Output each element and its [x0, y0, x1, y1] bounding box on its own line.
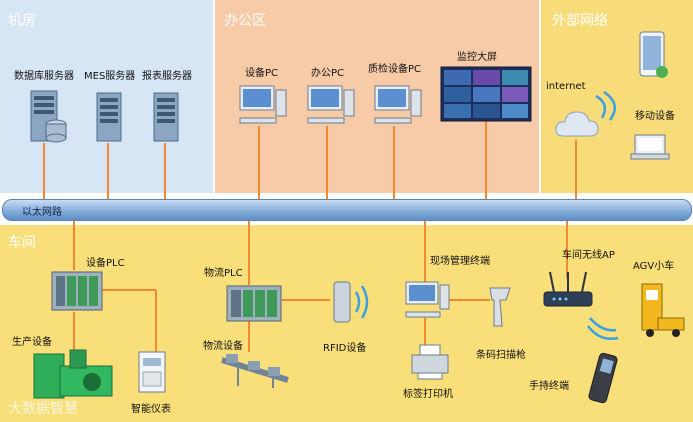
handheld-icon: [588, 352, 618, 404]
pc-icon: [239, 85, 287, 124]
device-pc-label: 设备PC: [245, 68, 279, 79]
logistics-equipment-label: 物流设备: [203, 341, 243, 352]
plc-icon: [51, 271, 103, 311]
db-server-label: 数据库服务器: [14, 71, 74, 82]
mes-server-label: MES服务器: [84, 71, 136, 82]
production-equipment-label: 生产设备: [12, 337, 52, 348]
server-room-title: 机房: [8, 13, 36, 29]
watermark: 大数据智慧: [8, 401, 78, 417]
external-network-title: 外部网络: [552, 13, 608, 29]
server-icon: [153, 92, 179, 142]
wifi-icon: [587, 317, 619, 340]
cloud-icon: [555, 111, 599, 137]
qc-pc-label: 质检设备PC: [368, 64, 422, 75]
rfid-device-label: RFID设备: [323, 343, 367, 354]
barcode-scanner-label: 条码扫描枪: [476, 350, 526, 361]
site-terminal-label: 现场管理终端: [430, 256, 490, 267]
router-icon: [543, 271, 593, 307]
smart-meter-label: 智能仪表: [131, 404, 171, 415]
barcode-scanner-icon: [489, 287, 511, 327]
report-server-label: 报表服务器: [142, 71, 192, 82]
laptop-icon: [630, 134, 670, 160]
agv-label: AGV小车: [633, 261, 675, 272]
mobile-device-label: 移动设备: [635, 111, 675, 122]
plc-icon: [226, 285, 282, 322]
meter-icon: [138, 351, 166, 393]
conveyor-icon: [221, 354, 289, 388]
rfid-reader-icon: [333, 281, 369, 323]
workshop-title: 车间: [8, 235, 36, 251]
phone-icon: [639, 31, 668, 78]
internet-label: internet: [546, 81, 586, 92]
printer-icon: [411, 344, 449, 380]
office-title: 办公区: [224, 13, 266, 29]
wifi-icon: [595, 90, 617, 121]
wireless-ap-label: 车间无线AP: [562, 250, 615, 261]
pc-icon: [405, 281, 450, 318]
ethernet-bus-label: 以太网路: [22, 207, 62, 218]
logistics-plc-label: 物流PLC: [204, 268, 243, 279]
monitor-wall-icon: [440, 66, 532, 122]
machine-icon: [33, 349, 113, 399]
ethernet-bus: [2, 199, 692, 221]
server-icon: [30, 90, 67, 143]
zone-external: [541, 0, 693, 193]
pc-icon: [374, 85, 422, 124]
handheld-terminal-label: 手持终端: [529, 381, 569, 392]
label-printer-label: 标签打印机: [403, 389, 453, 400]
device-plc-label: 设备PLC: [86, 258, 125, 269]
office-pc-label: 办公PC: [311, 68, 345, 79]
monitor-screen-label: 监控大屏: [457, 52, 497, 63]
server-icon: [96, 92, 122, 142]
zone-workshop: [0, 225, 693, 422]
pc-icon: [307, 85, 355, 124]
agv-icon: [641, 283, 685, 337]
